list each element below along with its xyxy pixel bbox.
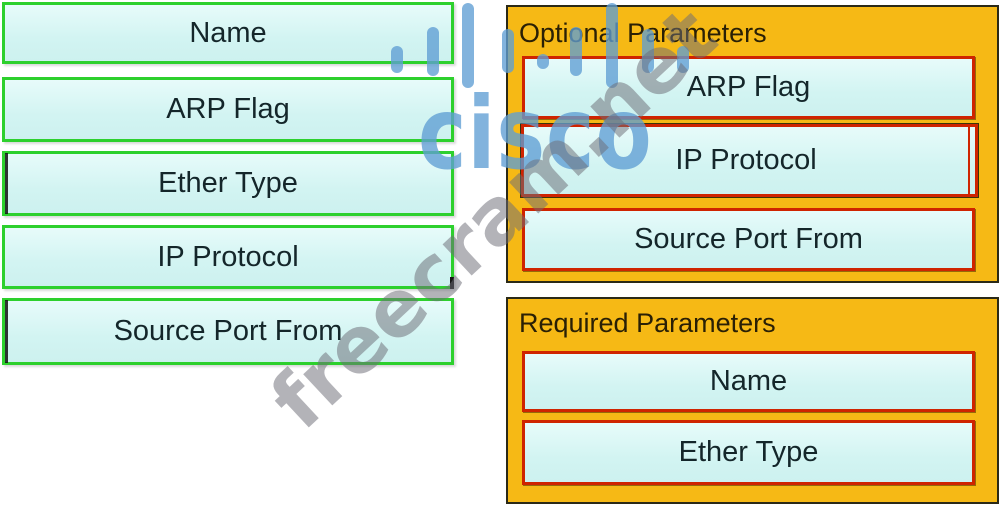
drag-item-ip-protocol[interactable]: IP Protocol: [2, 225, 454, 289]
drop-slot-ether-type[interactable]: Ether Type: [522, 420, 975, 485]
drag-item-name[interactable]: Name: [2, 2, 454, 64]
optional-parameters-title: Optional Parameters: [519, 18, 767, 48]
drop-slot-ip-protocol[interactable]: IP Protocol: [520, 123, 979, 198]
drop-slot-name[interactable]: Name: [522, 351, 975, 412]
required-parameters-panel: Required Parameters Name Ether Type: [506, 297, 999, 504]
required-parameters-title: Required Parameters: [519, 308, 776, 338]
drop-slot-ip-protocol-frame: IP Protocol: [521, 124, 978, 197]
cisco-logo-bar-icon: [462, 3, 474, 88]
drop-slot-arp-flag[interactable]: ARP Flag: [522, 56, 975, 119]
drag-item-ether-type[interactable]: Ether Type: [2, 151, 454, 216]
drag-item-source-port-from[interactable]: Source Port From: [2, 298, 454, 365]
dropped-item-ip-protocol[interactable]: IP Protocol: [524, 127, 970, 194]
drop-slot-source-port-from[interactable]: Source Port From: [522, 208, 975, 271]
drag-item-arp-flag[interactable]: ARP Flag: [2, 77, 454, 142]
optional-parameters-panel: Optional Parameters ARP Flag IP Protocol…: [506, 5, 999, 283]
